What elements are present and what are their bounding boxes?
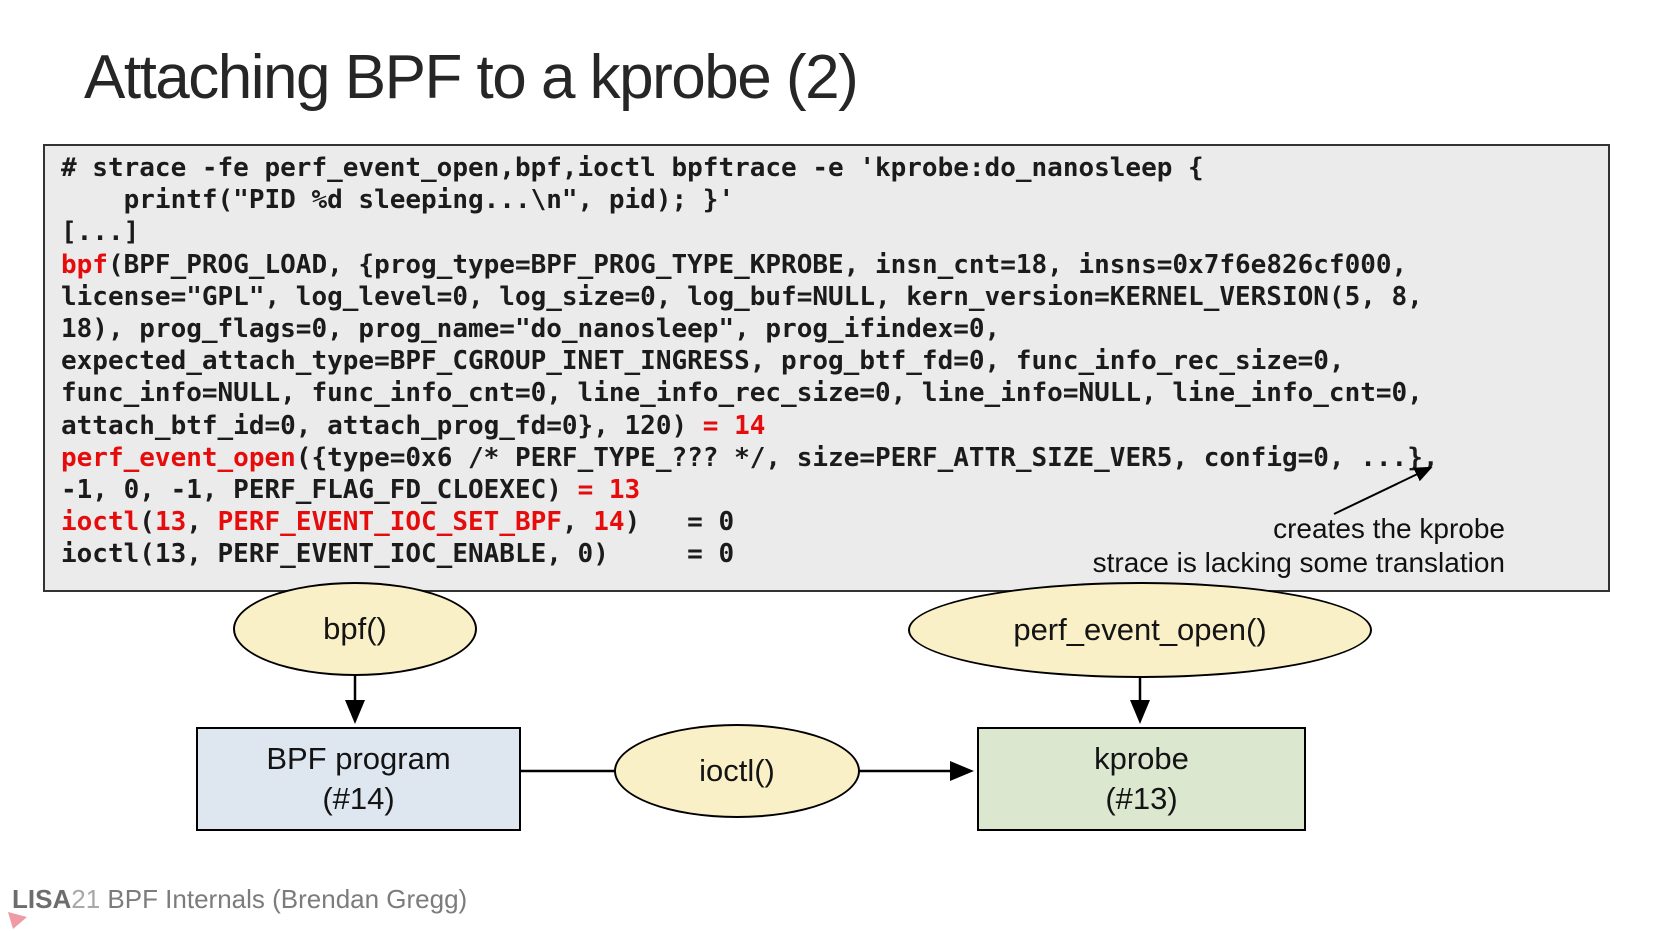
node-bpf-program-fd: (#14)	[322, 781, 395, 816]
callout-creates-kprobe: creates the kprobe	[1273, 513, 1505, 544]
node-kprobe-fd: (#13)	[1105, 781, 1178, 816]
node-kprobe: kprobe (#13)	[977, 727, 1306, 831]
callout-annotations: creates the kprobe strace is lacking som…	[1093, 512, 1505, 580]
node-kprobe-title: kprobe	[1094, 741, 1189, 776]
code-line: ioctl(13, PERF_EVENT_IOC_SET_BPF, 14) = …	[61, 507, 735, 538]
footer-brand: LISA	[12, 884, 72, 914]
code-line: -1, 0, -1, PERF_FLAG_FD_CLOEXEC) = 13	[61, 475, 641, 506]
code-line: perf_event_open({type=0x6 /* PERF_TYPE_?…	[61, 442, 1439, 473]
code-line: attach_btf_id=0, attach_prog_fd=0}, 120)…	[61, 410, 766, 441]
code-line: bpf(BPF_PROG_LOAD, {prog_type=BPF_PROG_T…	[61, 249, 1408, 280]
node-bpf-syscall: bpf()	[233, 582, 477, 676]
terminal-output: # strace -fe perf_event_open,bpf,ioctl b…	[43, 144, 1610, 592]
code-line: 18), prog_flags=0, prog_name="do_nanosle…	[61, 314, 1001, 345]
footer-year: 21	[71, 884, 101, 914]
page-title: Attaching BPF to a kprobe (2)	[84, 43, 859, 112]
node-ioctl-label: ioctl()	[699, 753, 775, 788]
code-line: [...]	[61, 217, 140, 248]
node-perf-event-open-label: perf_event_open()	[1013, 612, 1267, 647]
node-bpf-syscall-label: bpf()	[323, 611, 387, 646]
callout-strace-translation: strace is lacking some translation	[1092, 547, 1505, 578]
code-line: license="GPL", log_level=0, log_size=0, …	[61, 281, 1423, 312]
node-bpf-program: BPF program (#14)	[196, 727, 521, 831]
footer: LISA21 BPF Internals (Brendan Gregg)	[12, 884, 467, 915]
node-perf-event-open-syscall: perf_event_open()	[908, 582, 1372, 678]
code-line: printf("PID %d sleeping...\n", pid); }'	[61, 185, 735, 216]
code-line: # strace -fe perf_event_open,bpf,ioctl b…	[61, 153, 1204, 183]
code-line: ioctl(13, PERF_EVENT_IOC_ENABLE, 0) = 0	[61, 539, 735, 570]
node-bpf-program-title: BPF program	[266, 741, 451, 776]
code-line: func_info=NULL, func_info_cnt=0, line_in…	[61, 378, 1423, 409]
code-line: expected_attach_type=BPF_CGROUP_INET_ING…	[61, 346, 1345, 377]
footer-label: BPF Internals (Brendan Gregg)	[100, 884, 468, 914]
node-ioctl-syscall: ioctl()	[614, 724, 860, 818]
